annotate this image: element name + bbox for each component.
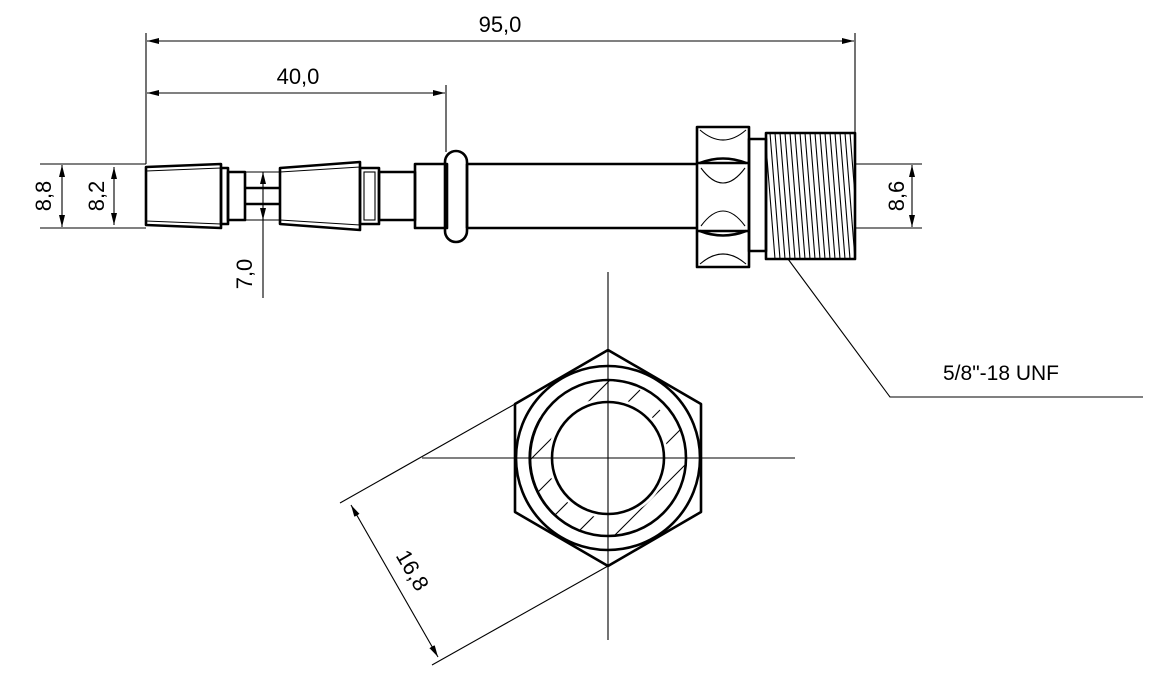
hex-nut-chamfer-top <box>699 129 747 141</box>
hex-nut-side <box>695 125 751 269</box>
extension-line-hex-bottom <box>431 565 609 666</box>
thread-section <box>764 131 857 261</box>
extension-line-hex-top <box>339 403 516 504</box>
hex-nut-chamfer-bottom <box>699 253 747 265</box>
ring-arc-hidden <box>528 417 609 537</box>
hex-nut-arc-bottom <box>699 229 747 237</box>
dim-inner-diameter: 8,2 <box>84 181 109 212</box>
tip-highlight-top <box>145 167 222 172</box>
sleeve <box>413 162 449 230</box>
thread-spec-label: 5/8"-18 UNF <box>943 362 1059 385</box>
thread-outline <box>764 131 857 261</box>
dim-outer-diameter: 8,8 <box>31 181 56 212</box>
thread-leader <box>787 258 1143 398</box>
collar-2-inner <box>363 171 376 221</box>
end-view: 16,8 <box>339 272 795 666</box>
collar-2 <box>358 166 381 226</box>
hex-nut-face-top <box>700 167 746 184</box>
dim-line-hex-across-flats <box>350 504 439 658</box>
tapered-highlight-top <box>279 166 361 173</box>
tapered-highlight-bottom <box>279 219 361 226</box>
bore-circle <box>550 400 666 516</box>
side-view: 95,0 40,0 8,8 8,2 7,0 8,6 <box>31 12 1143 398</box>
hex-nut-face-bottom <box>700 210 746 227</box>
dim-thread-diameter: 8,6 <box>884 181 909 212</box>
thread-lines <box>766 133 855 259</box>
hex-nut-arc-top <box>699 157 747 165</box>
tapered-body <box>278 160 362 232</box>
dim-overall-length: 95,0 <box>479 12 522 37</box>
dim-neck-diameter: 7,0 <box>232 259 257 290</box>
spacer <box>747 137 768 253</box>
neck-section <box>226 170 247 222</box>
dim-hex-across-flats: 16,8 <box>391 545 434 595</box>
dim-pipe-length: 40,0 <box>277 64 320 89</box>
middle-section <box>377 170 417 222</box>
tip-cone <box>144 162 223 230</box>
tip-highlight-bottom <box>145 220 222 225</box>
hex-chamfer-circle <box>514 364 702 552</box>
